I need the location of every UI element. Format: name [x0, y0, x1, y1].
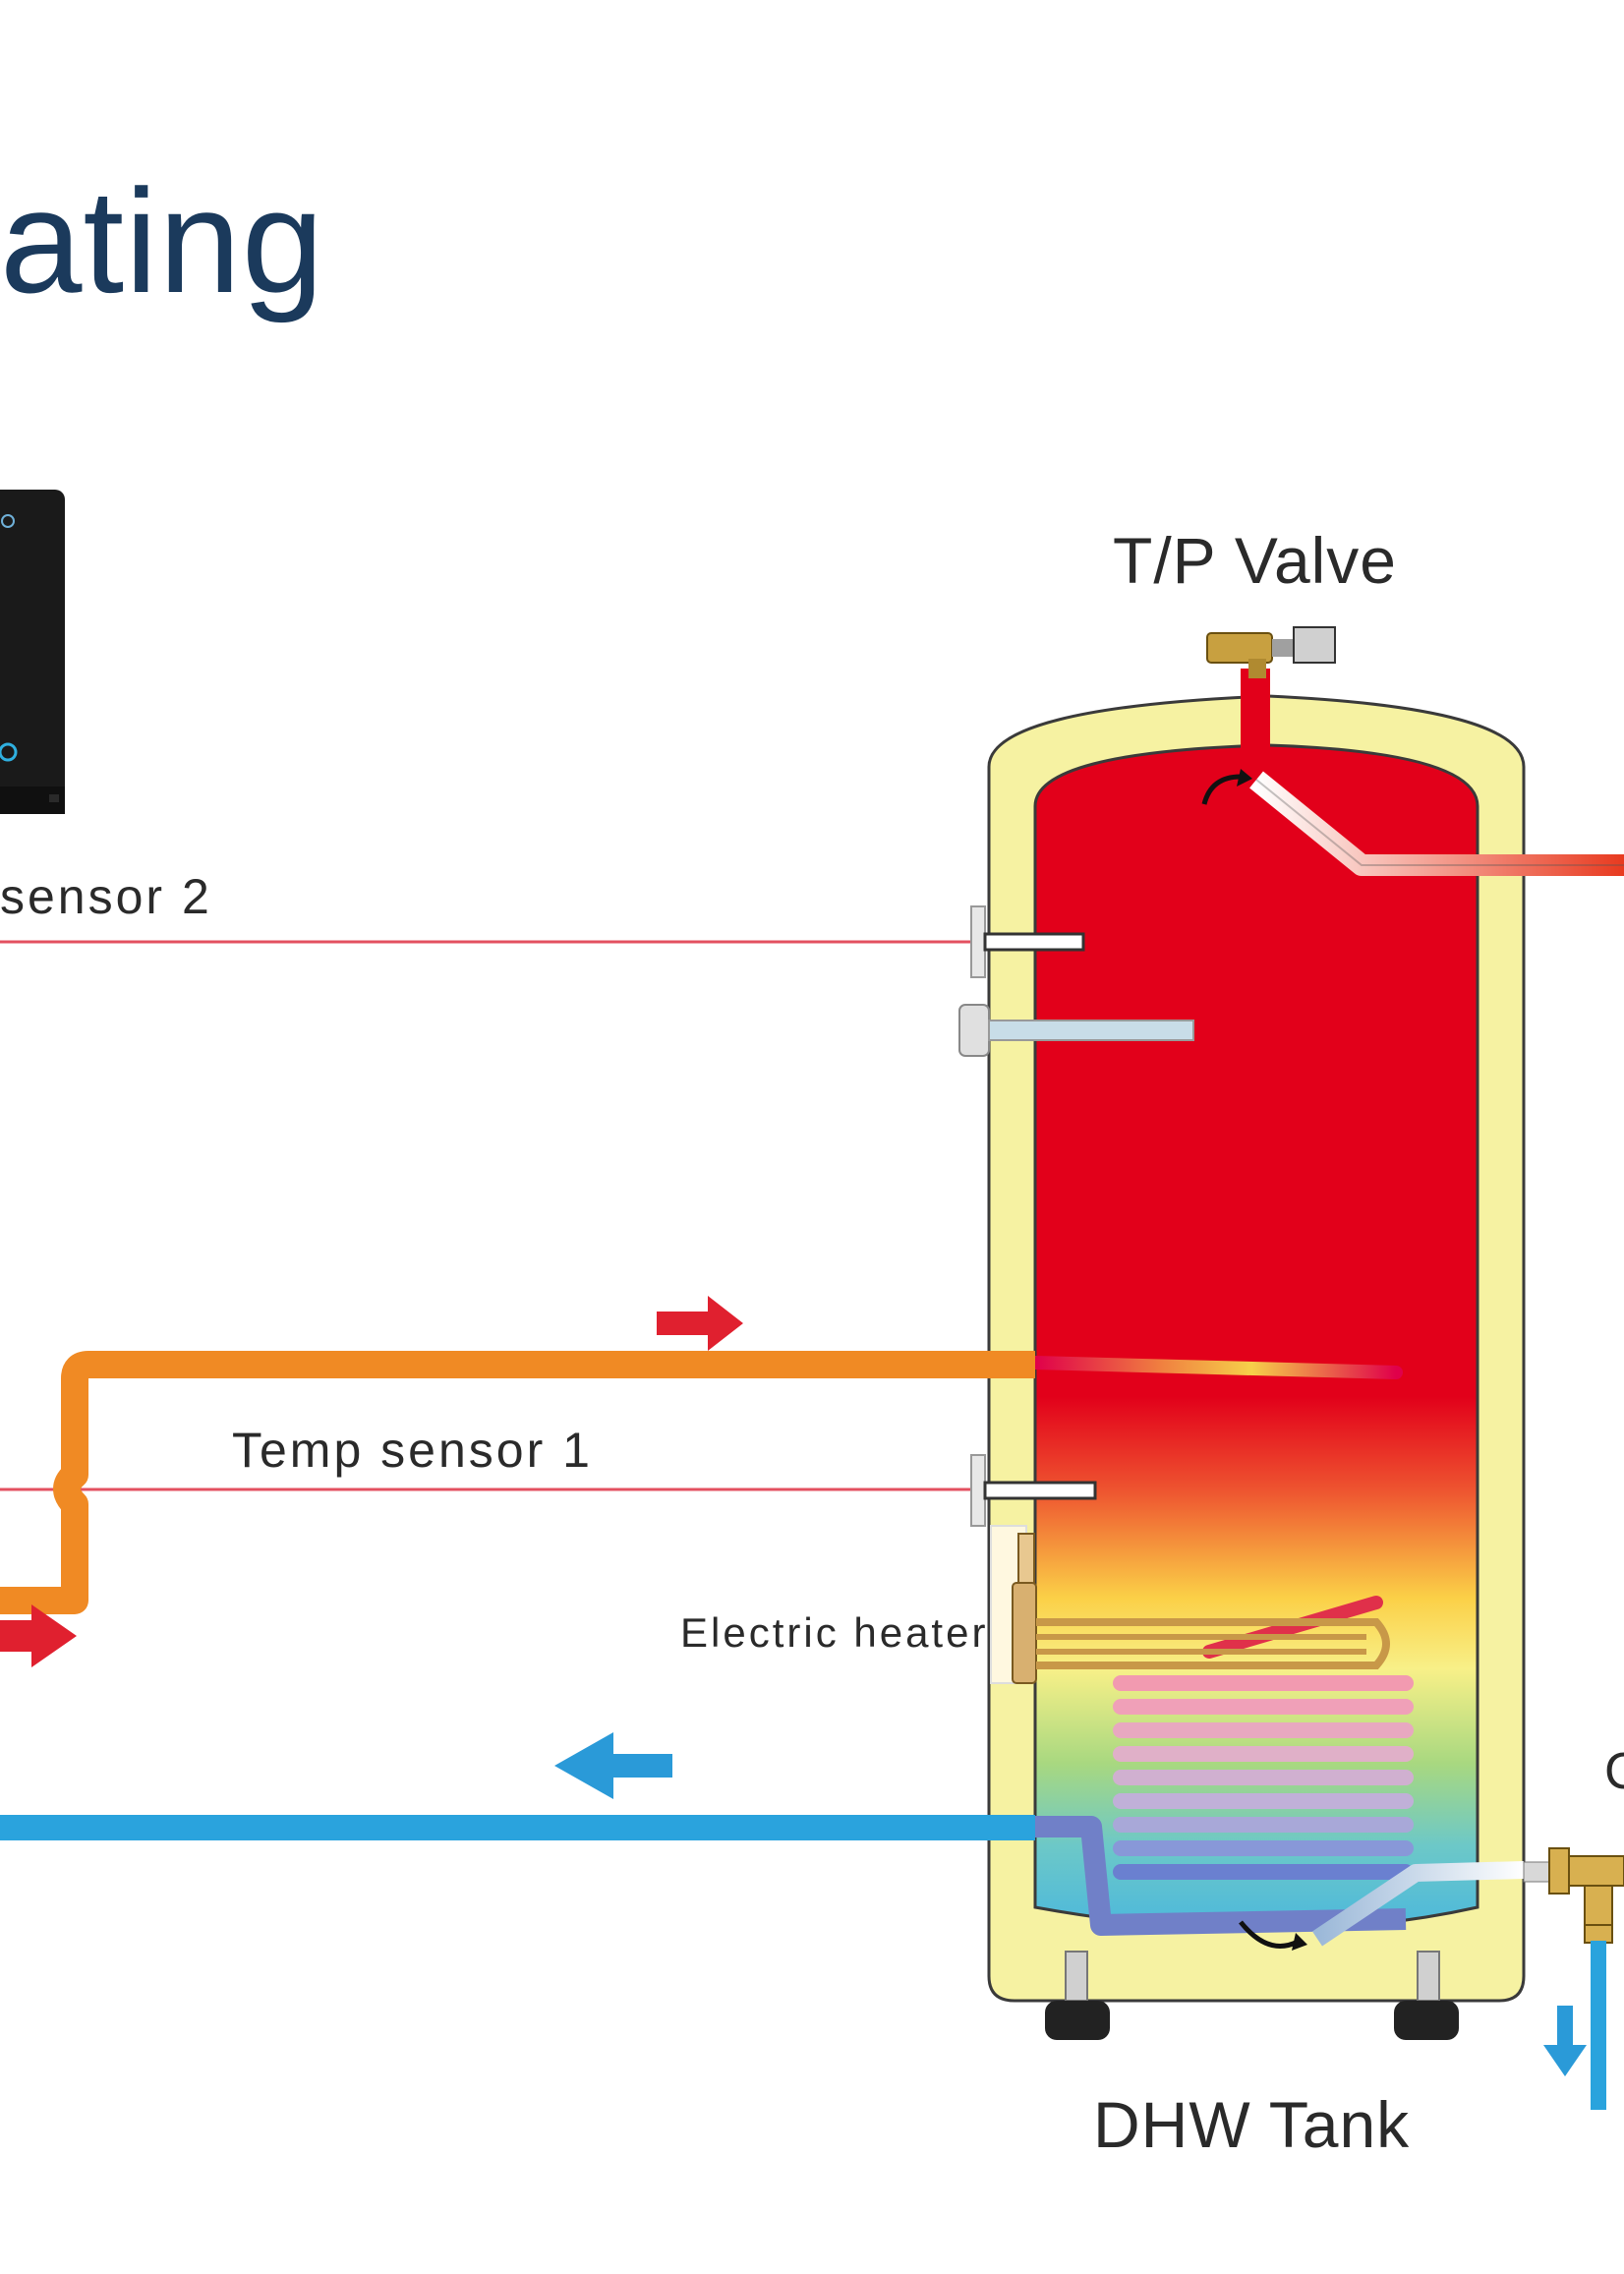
heater-icon [990, 1525, 1390, 1684]
cut-off-label: C [1604, 1743, 1624, 1800]
lower-coil [1035, 1675, 1414, 1936]
temp-sensor-1-label: Temp sensor 1 [232, 1423, 593, 1478]
electric-heater-label: Electric heater [680, 1609, 989, 1656]
flow-pipe [0, 1351, 1035, 1614]
tp-valve-label: T/P Valve [1113, 524, 1398, 597]
return-arrow-icon [554, 1732, 672, 1799]
controller-icon [0, 490, 65, 814]
flow-arrow-icon [657, 1296, 743, 1351]
inlet-valve [1523, 1847, 1624, 1944]
down-arrow-icon [1543, 2006, 1587, 2076]
temp-sensor-2-label: sensor 2 [0, 869, 212, 924]
return-pipe [0, 1815, 1035, 1840]
page-title: ating [0, 158, 325, 323]
hot-outlet-pipe [1249, 771, 1624, 876]
cold-inlet-tube [1311, 1861, 1525, 1947]
tp-valve-icon [1206, 626, 1336, 678]
circulation-arrow-top [1201, 774, 1242, 805]
upper-coil [1028, 1356, 1404, 1659]
coil-return-tube [1035, 1816, 1407, 1936]
flow-arrow-icon [0, 1604, 77, 1667]
cold-supply-pipe [1591, 1941, 1606, 2110]
dhw-tank-label: DHW Tank [1093, 2088, 1411, 2161]
